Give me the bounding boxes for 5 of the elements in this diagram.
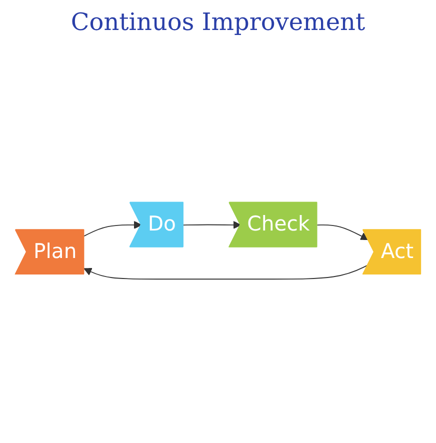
arrow [182,220,242,229]
arrow [84,264,369,280]
arrow [84,220,142,236]
center-label: Continuos Improvement [70,8,366,36]
arrow [316,224,369,240]
